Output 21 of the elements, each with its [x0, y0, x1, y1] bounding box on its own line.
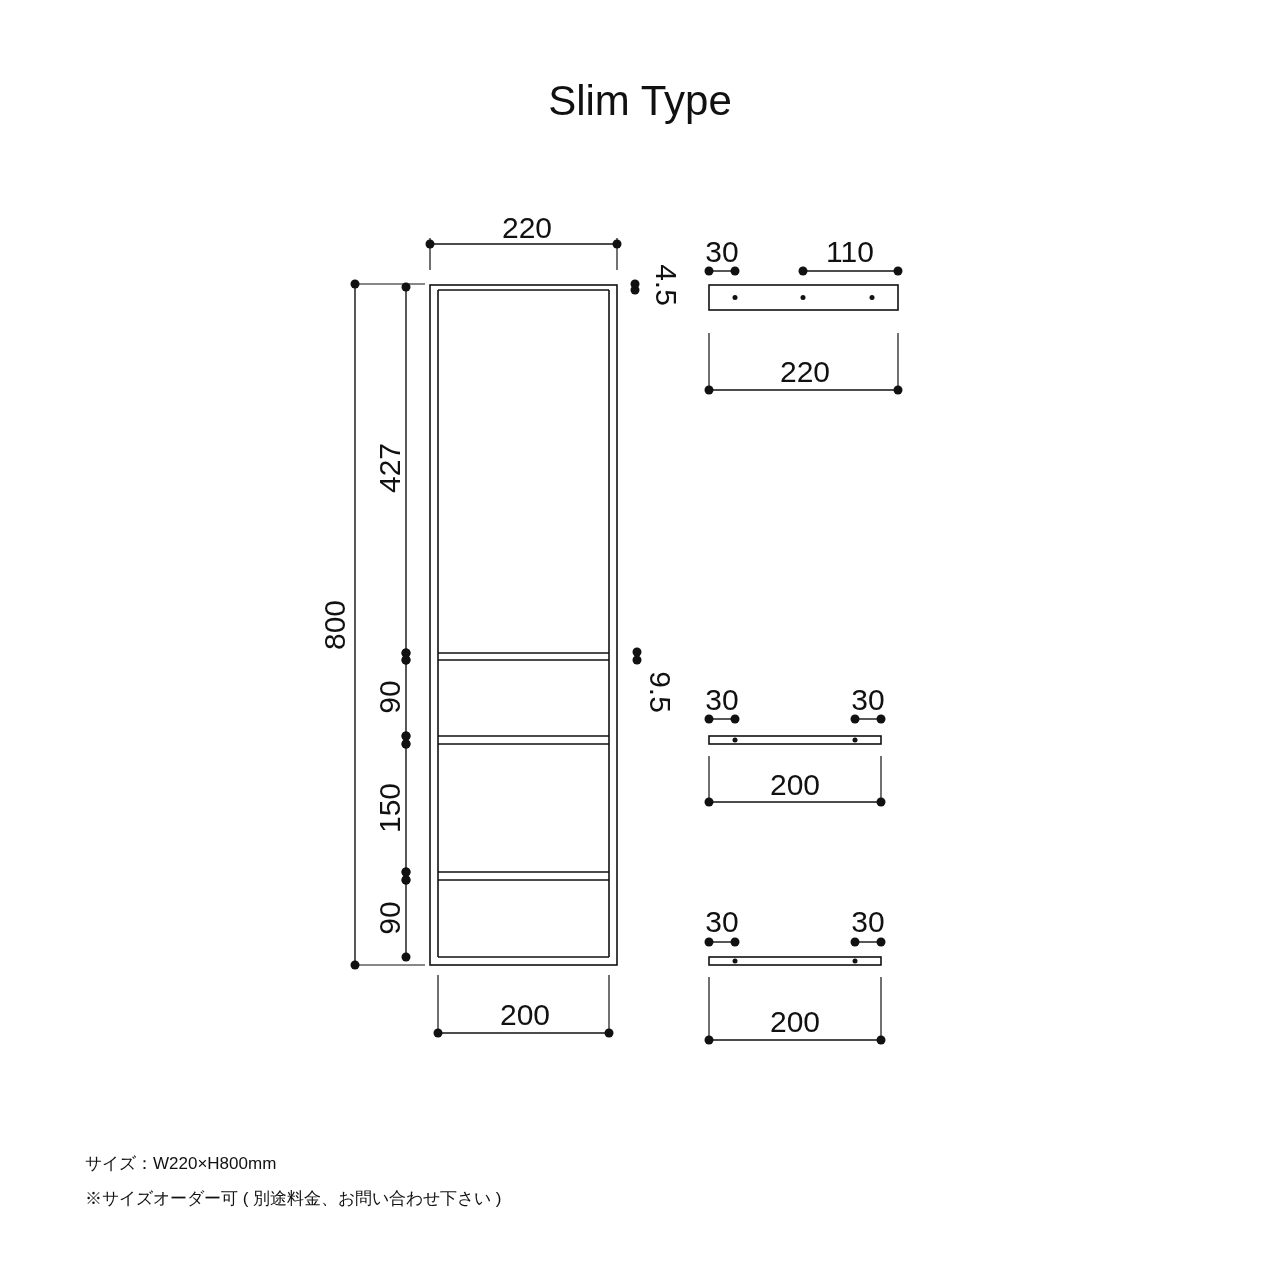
dimension-label: 150 [375, 782, 405, 834]
dimension-label: 30 [705, 237, 739, 267]
dimension-label: 90 [375, 901, 405, 935]
dimension-label: 9.5 [645, 671, 675, 713]
dimension-label: 220 [779, 357, 831, 387]
dimension-label: 200 [769, 770, 821, 800]
dimension-label: 4.5 [651, 264, 681, 306]
dimension-label: 30 [705, 685, 739, 715]
size-note: サイズ：W220×H800mm [85, 1154, 277, 1172]
dimension-label: 800 [320, 599, 350, 651]
dimension-label: 200 [499, 1000, 551, 1030]
dimension-label: 200 [769, 1007, 821, 1037]
dimension-label: 110 [826, 237, 874, 267]
dimension-label: 220 [501, 213, 553, 243]
dimension-label: 30 [705, 907, 739, 937]
order-note: ※サイズオーダー可 ( 別途料金、お問い合わせ下さい ) [85, 1189, 502, 1207]
dimension-label: 427 [375, 442, 405, 494]
dimension-label: 90 [375, 680, 405, 714]
diagram-title: Slim Type [548, 80, 732, 122]
dimension-label: 30 [851, 907, 885, 937]
dimension-label: 30 [851, 685, 885, 715]
